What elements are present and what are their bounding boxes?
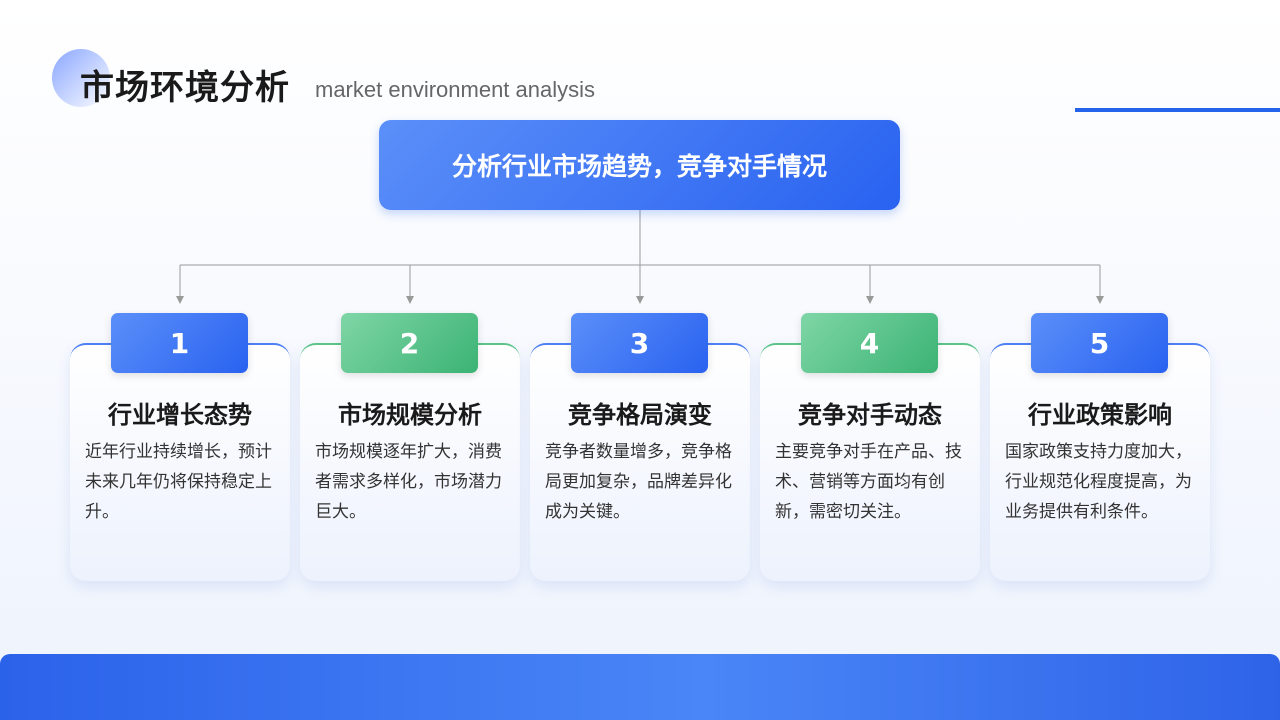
card-2-number-badge: 2 — [341, 313, 478, 373]
card-2-text: 市场规模逐年扩大，消费者需求多样化，市场潜力巨大。 — [315, 442, 502, 522]
card-4-text: 主要竞争对手在产品、技术、营销等方面均有创新，需密切关注。 — [775, 442, 962, 522]
card-4-number-badge: 4 — [801, 313, 938, 373]
card-2-number: 2 — [399, 326, 420, 360]
card-2-title: 市场规模分析 — [338, 401, 482, 429]
card-4-number: 4 — [859, 326, 880, 360]
page-title: 市场环境分析 — [80, 68, 290, 108]
card-5-title: 行业政策影响 — [1028, 401, 1172, 429]
card-5-number-badge: 5 — [1031, 313, 1168, 373]
card-4-title: 竞争对手动态 — [798, 401, 942, 429]
card-3-text: 竞争者数量增多，竞争格局更加复杂，品牌差异化成为关键。 — [545, 442, 732, 522]
card-1-number-badge: 1 — [111, 313, 248, 373]
top-summary-label: 分析行业市场趋势，竞争对手情况 — [451, 152, 827, 181]
card-5 — [990, 343, 1210, 581]
card-3-title: 竞争格局演变 — [568, 401, 712, 429]
card-3-number: 3 — [629, 326, 650, 360]
card-1-title: 行业增长态势 — [108, 401, 252, 429]
title-accent-line — [1075, 108, 1280, 112]
page-subtitle: market environment analysis — [315, 77, 596, 102]
card-1-text: 近年行业持续增长，预计未来几年仍将保持稳定上升。 — [85, 442, 272, 522]
title-decoration — [52, 49, 110, 107]
card-5-number: 5 — [1089, 326, 1110, 360]
top-summary-box: 分析行业市场趋势，竞争对手情况 — [379, 120, 900, 210]
card-5-text: 国家政策支持力度加大，行业规范化程度提高，为业务提供有利条件。 — [1005, 442, 1192, 522]
card-1-number: 1 — [169, 326, 190, 360]
card-1 — [70, 343, 290, 581]
card-3-number-badge: 3 — [571, 313, 708, 373]
footer-bar — [0, 654, 1280, 720]
card-4 — [760, 343, 980, 581]
